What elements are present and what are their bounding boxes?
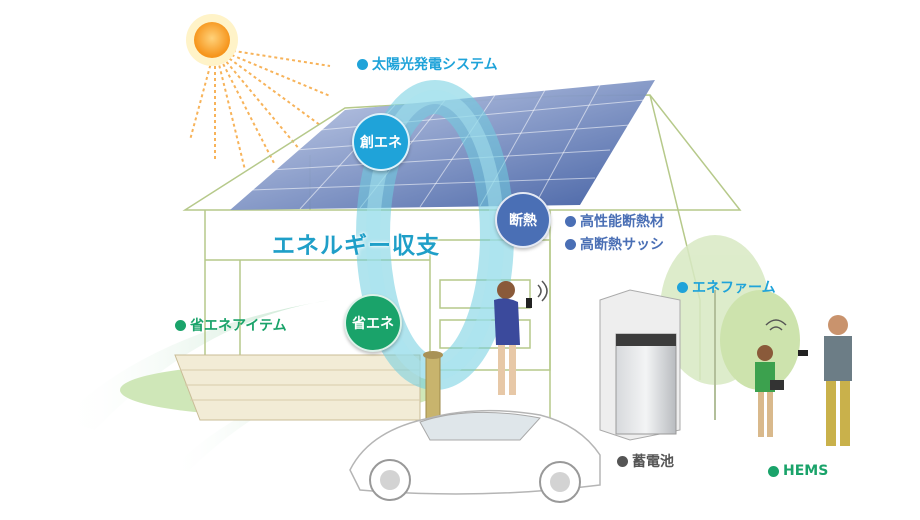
- save-energy-label: 省エネ: [352, 316, 394, 332]
- battery-unit: [599, 289, 681, 441]
- label-enefarm: エネファーム: [677, 277, 776, 297]
- trees: [660, 235, 800, 420]
- label-hems: HEMS: [768, 463, 828, 479]
- wifi-signal-icon: [765, 319, 787, 331]
- save-energy-circle: 省エネ: [344, 294, 402, 352]
- create-energy-circle: 創エネ: [352, 113, 410, 171]
- bullet-icon: [768, 465, 779, 477]
- bullet-icon: [357, 58, 368, 70]
- wifi-signal-icon: [537, 280, 548, 302]
- bullet-icon: [565, 238, 576, 250]
- car-illustration: [349, 409, 601, 503]
- woman-with-phone: [494, 281, 532, 395]
- bullet-icon: [617, 455, 628, 467]
- energy-balance-title: エネルギー収支: [272, 233, 440, 259]
- label-solar: 太陽光発電システム: [357, 54, 498, 74]
- bullet-icon: [175, 319, 186, 331]
- create-energy-label: 創エネ: [360, 135, 402, 151]
- child-with-tablet: [755, 345, 784, 437]
- insulation-circle: 断熱: [495, 192, 551, 248]
- man-with-phone: [798, 315, 852, 446]
- label-insulation-material: 高性能断熱材: [565, 211, 664, 231]
- insulation-label: 断熱: [509, 213, 537, 229]
- bullet-icon: [565, 215, 576, 227]
- label-save-items: 省エネアイテム: [175, 315, 287, 335]
- bullet-icon: [677, 281, 688, 293]
- label-battery: 蓄電池: [617, 451, 674, 471]
- label-insulation-sash: 高断熱サッシ: [565, 234, 664, 254]
- energy-swoosh: [170, 370, 360, 470]
- sun-icon: [186, 14, 331, 171]
